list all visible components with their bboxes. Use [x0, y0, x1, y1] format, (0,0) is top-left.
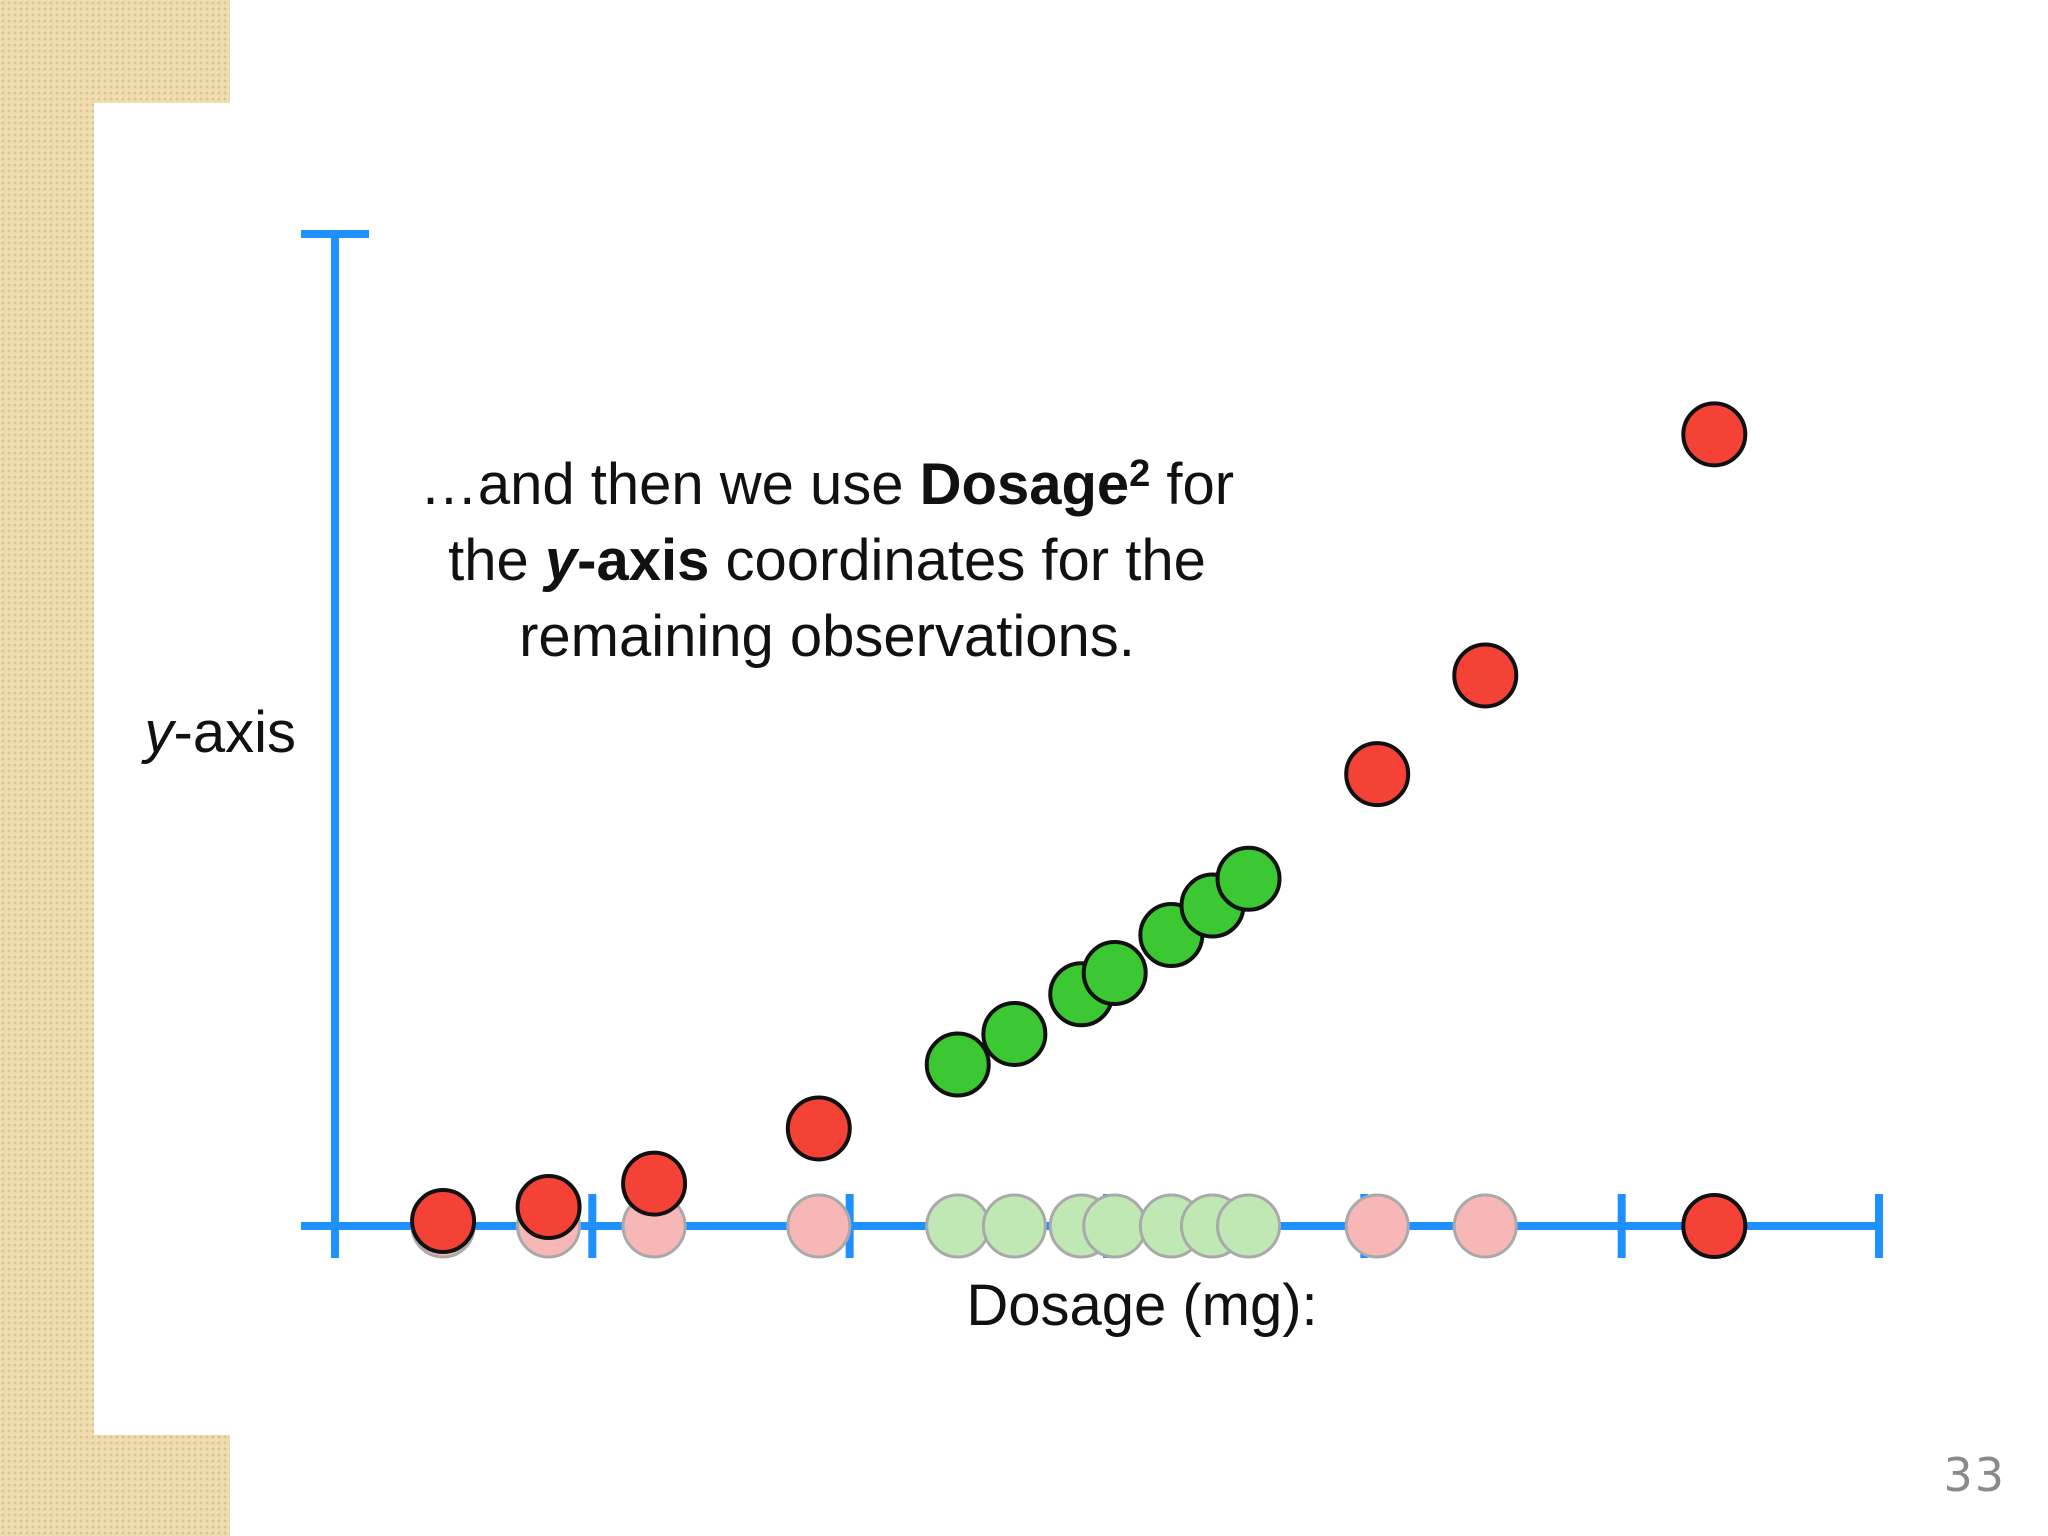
green-point [1081, 940, 1148, 1007]
red-point [1681, 1193, 1748, 1259]
red-point [515, 1173, 582, 1240]
y-axis-label: y-axis [141, 700, 296, 765]
faded-green-point [981, 1193, 1047, 1259]
faded-red-point [786, 1193, 852, 1259]
red-point [1681, 401, 1748, 468]
red-point [1344, 741, 1411, 808]
red-point [621, 1150, 688, 1217]
faded-green-point [1082, 1193, 1148, 1259]
red-point [1452, 642, 1519, 709]
slide-page-number: 33 [1943, 1448, 2006, 1502]
red-point [410, 1188, 477, 1255]
annotation-line-3: remaining observations. [519, 604, 1135, 669]
faded-green-point [925, 1193, 991, 1259]
faded-red-point [1344, 1193, 1410, 1259]
green-point [1215, 845, 1282, 912]
annotation-line-1: …and then we use Dosage2 for [420, 452, 1234, 517]
axes [301, 230, 1883, 1258]
green-point [981, 1000, 1048, 1067]
faded-red-point [1452, 1193, 1518, 1259]
data-points [410, 401, 1748, 1259]
faded-green-point [1216, 1193, 1282, 1259]
red-point [785, 1095, 852, 1162]
x-axis-label: Dosage (mg): [966, 1273, 1317, 1338]
annotation-line-2: the y-axis coordinates for the [448, 528, 1206, 593]
green-point [924, 1031, 991, 1098]
